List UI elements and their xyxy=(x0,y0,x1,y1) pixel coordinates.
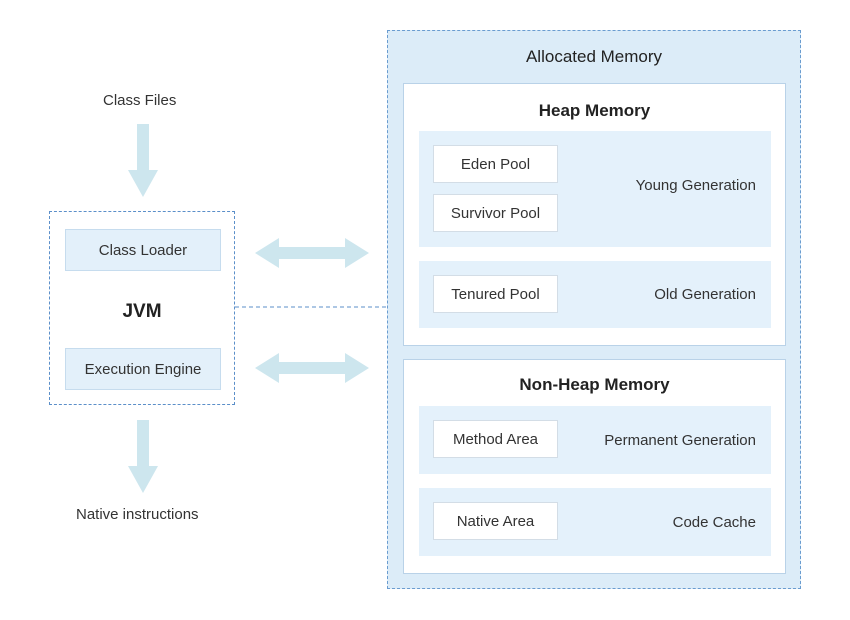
permanent-generation-band: Method Area Permanent Generation xyxy=(419,406,771,474)
native-area[interactable]: Native Area xyxy=(433,502,558,540)
jvm-memory-connector xyxy=(235,306,387,308)
survivor-pool[interactable]: Survivor Pool xyxy=(433,194,558,232)
old-generation-label: Old Generation xyxy=(654,286,756,303)
class-loader[interactable]: Class Loader xyxy=(65,229,221,271)
execution-engine-memory-double-arrow xyxy=(255,353,369,383)
tenured-pool[interactable]: Tenured Pool xyxy=(433,275,558,313)
young-generation-band: Eden Pool Survivor Pool Young Generation xyxy=(419,131,771,247)
class-files-label: Class Files xyxy=(103,92,177,109)
non-heap-memory-panel: Non-Heap Memory Method Area Permanent Ge… xyxy=(403,359,786,574)
jvm-box: Class Loader JVM Execution Engine xyxy=(49,211,235,405)
heap-memory-panel: Heap Memory Eden Pool Survivor Pool Youn… xyxy=(403,83,786,346)
jvm-title: JVM xyxy=(122,301,162,322)
class-loader-memory-double-arrow xyxy=(255,238,369,268)
old-generation-band: Tenured Pool Old Generation xyxy=(419,261,771,328)
code-cache-band: Native Area Code Cache xyxy=(419,488,771,556)
non-heap-memory-title: Non-Heap Memory xyxy=(519,375,670,394)
allocated-memory-title: Allocated Memory xyxy=(525,47,663,66)
native-instructions-label: Native instructions xyxy=(76,506,199,523)
heap-memory-title: Heap Memory xyxy=(538,101,651,120)
permanent-generation-label: Permanent Generation xyxy=(604,432,756,449)
native-down-arrow xyxy=(128,420,158,493)
execution-engine[interactable]: Execution Engine xyxy=(65,348,221,390)
young-generation-label: Young Generation xyxy=(635,177,756,194)
code-cache-label: Code Cache xyxy=(672,514,756,531)
allocated-memory-box: Allocated Memory Heap Memory Eden Pool S… xyxy=(387,30,801,589)
class-files-down-arrow xyxy=(128,124,158,197)
eden-pool[interactable]: Eden Pool xyxy=(433,145,558,183)
method-area[interactable]: Method Area xyxy=(433,420,558,458)
